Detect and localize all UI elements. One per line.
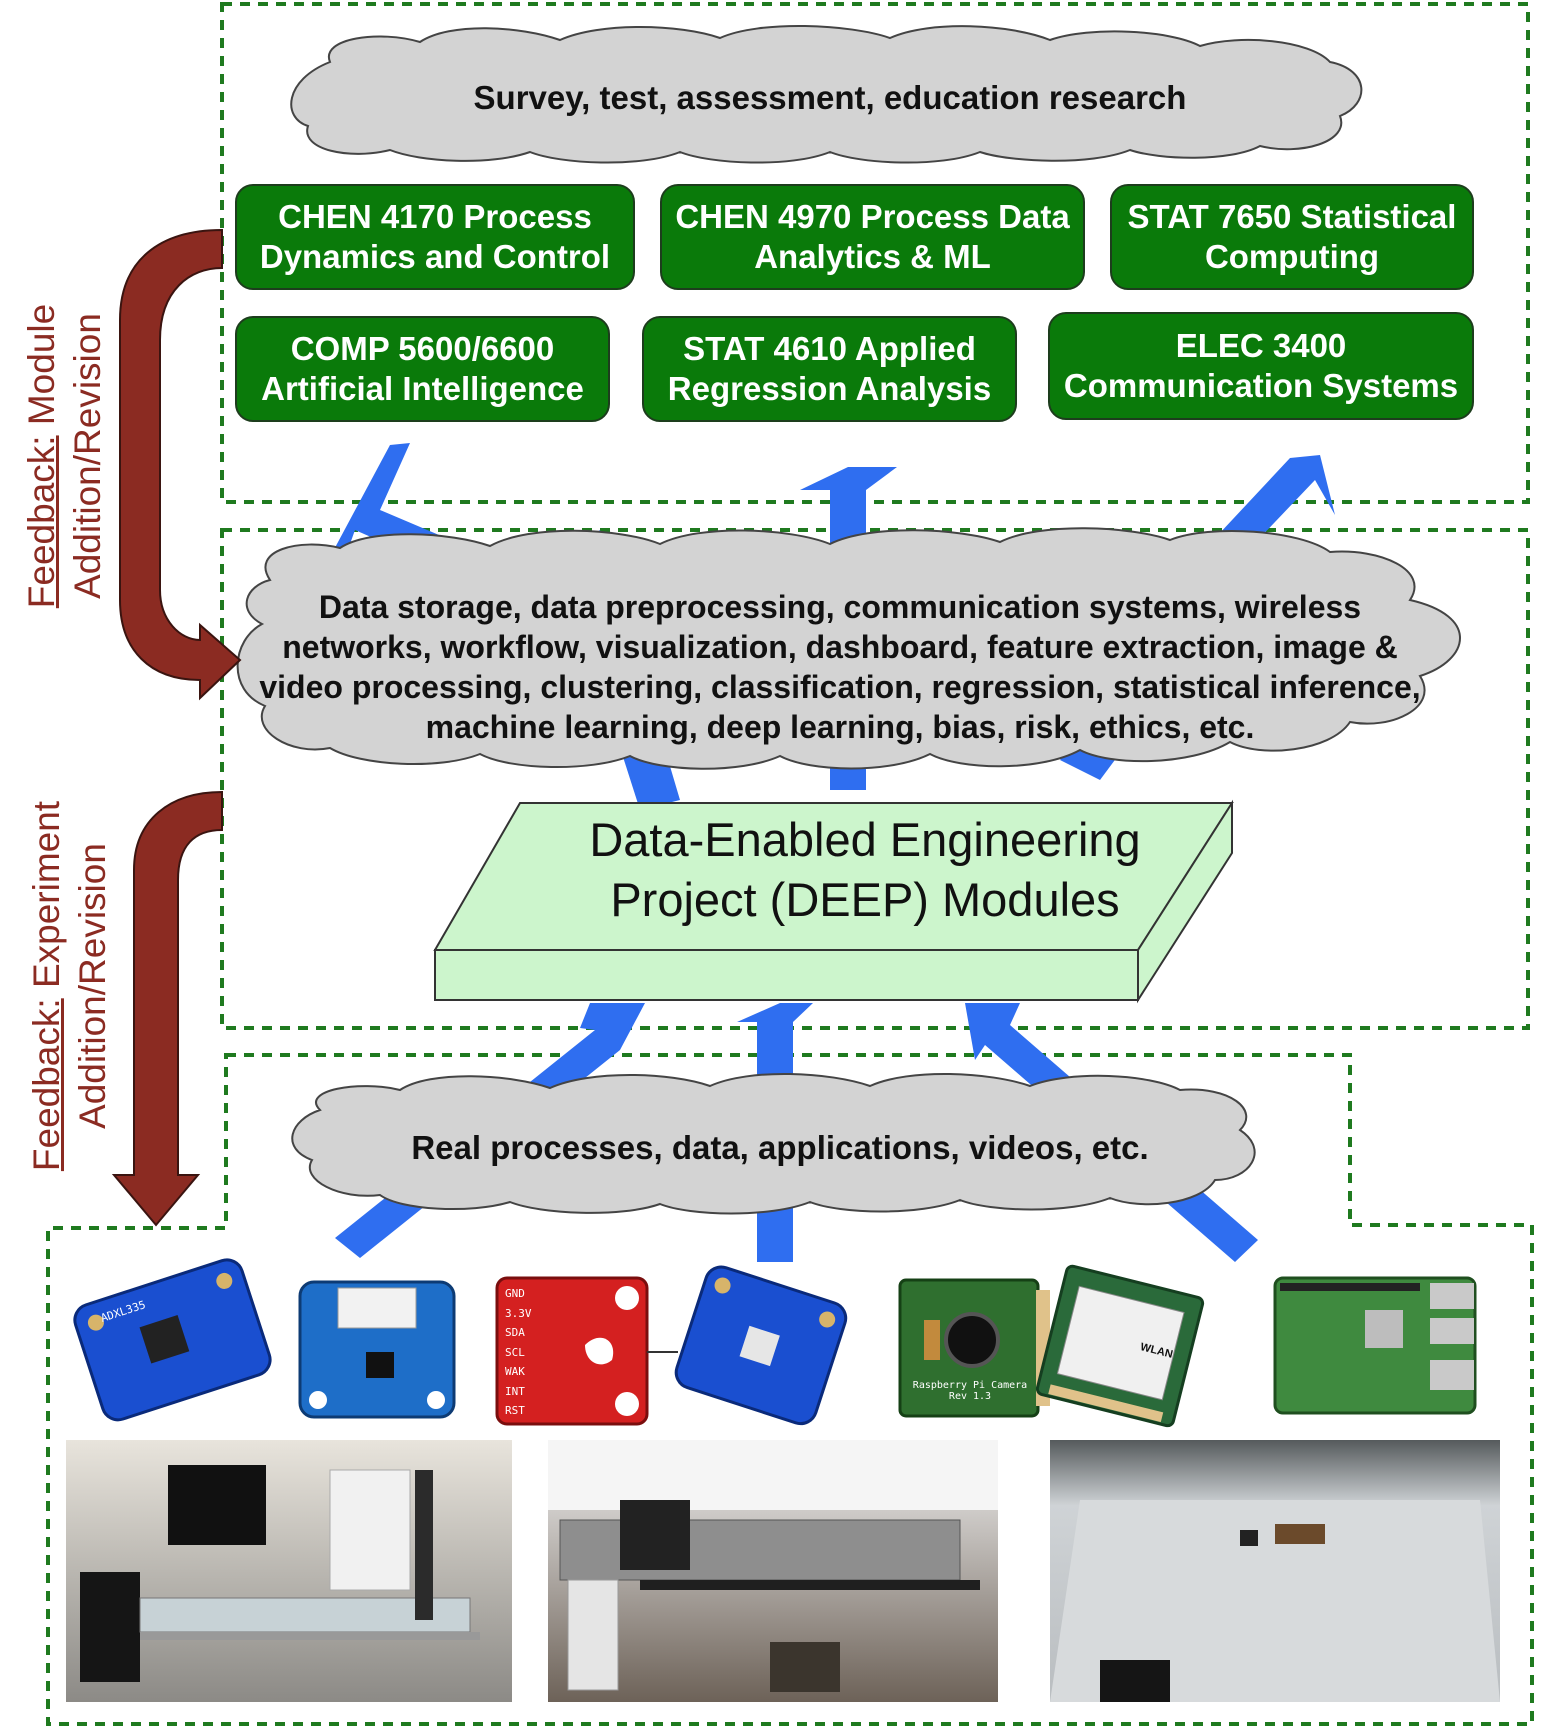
middle-cloud-text: Data storage, data preprocessing, commun… — [259, 589, 1421, 745]
photo-wind-tunnel — [548, 1440, 998, 1702]
bottom-cloud-text: Real processes, data, applications, vide… — [411, 1129, 1149, 1166]
sparkfun-pin-labels: GND 3.3V SDA SCL WAK INT RST — [505, 1287, 532, 1417]
feedback-experiment-arrow — [111, 790, 223, 1227]
sensor-wlan-card — [1035, 1264, 1205, 1428]
deep-modules-title: Data-Enabled Engineering Project (DEEP) … — [589, 813, 1141, 926]
sensor-adxl335 — [73, 1258, 272, 1422]
middle-cloud — [236, 527, 1461, 770]
top-cloud — [290, 25, 1363, 164]
feedback-module-label: Feedback: Module Addition/Revision — [21, 303, 108, 609]
feedback-experiment-label: Feedback: Experiment Addition/Revision — [26, 800, 113, 1172]
deep-slab-front — [434, 949, 1139, 1001]
top-region-boundary — [220, 2, 1530, 504]
sensor-raspberry-pi-camera — [898, 1278, 1050, 1418]
bottom-cloud — [291, 1072, 1256, 1215]
photo-process-control-rig — [66, 1440, 512, 1702]
sensor-sht31-board — [674, 1265, 848, 1426]
top-cloud-text: Survey, test, assessment, education rese… — [473, 79, 1187, 116]
photo-flow-channel — [1050, 1440, 1500, 1702]
sensor-sparkfun-board — [495, 1276, 649, 1426]
feedback-module-arrow — [119, 228, 242, 701]
bottom-region-boundary — [46, 1053, 1534, 1726]
sensor-raspberry-pi-board — [1273, 1276, 1477, 1415]
camera-label: Raspberry Pi Camera Rev 1.3 — [912, 1380, 1028, 1402]
sensor-grove-module — [298, 1280, 456, 1419]
